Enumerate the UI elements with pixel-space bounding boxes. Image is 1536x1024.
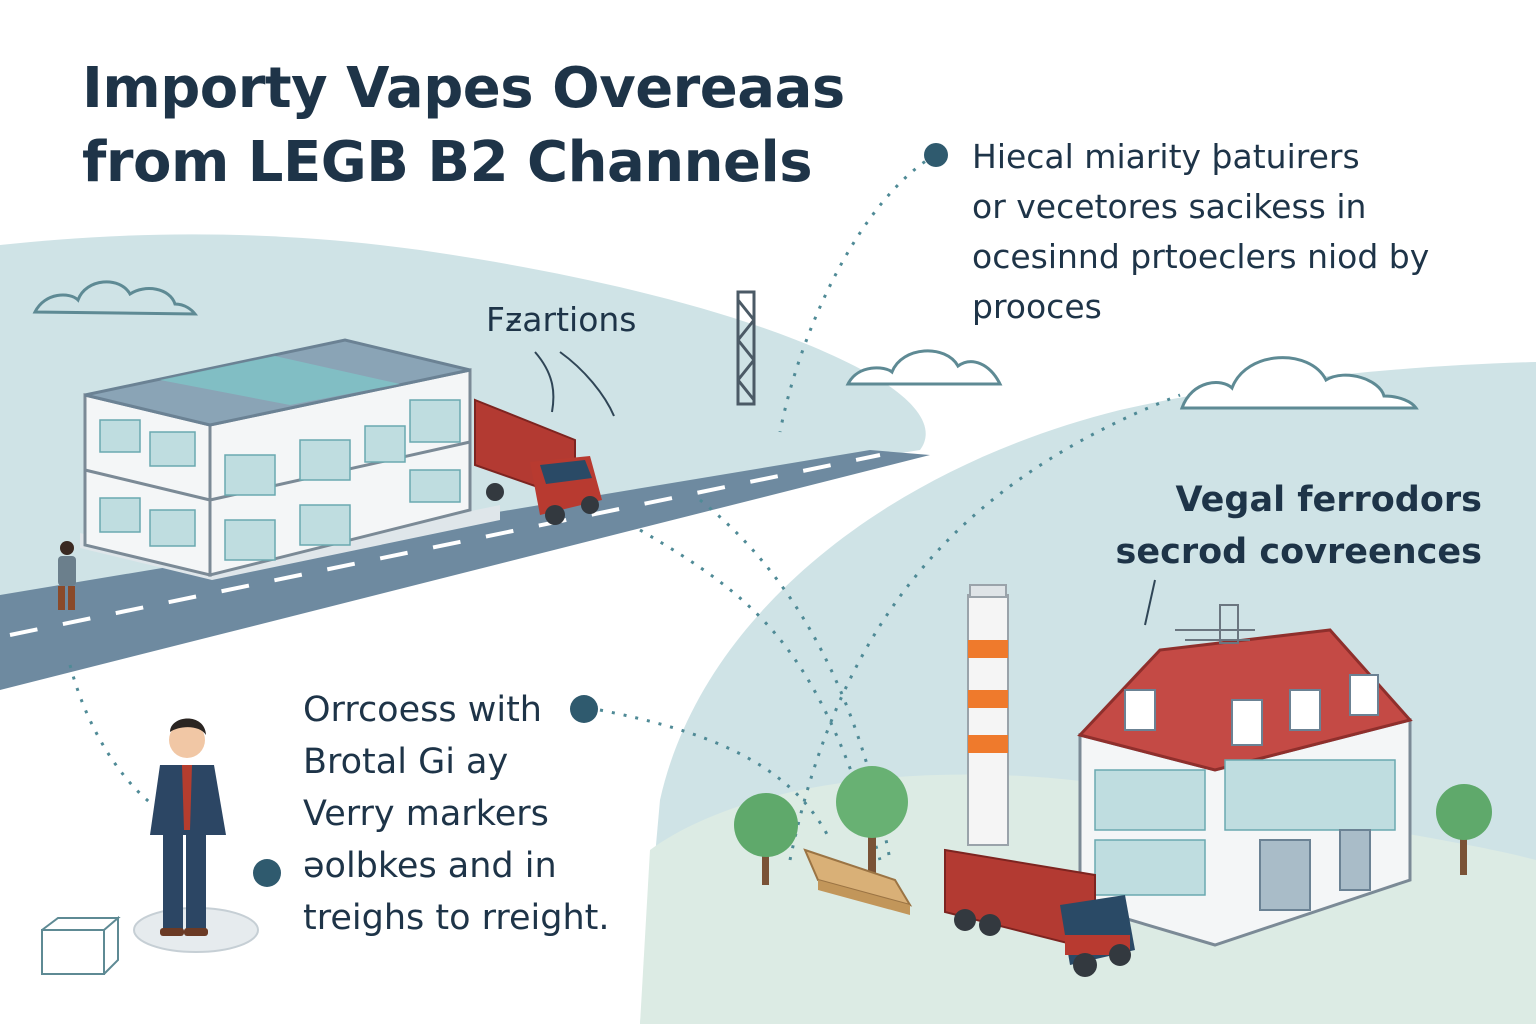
connector-dot-middle [570, 695, 598, 723]
callout-line: ocesinnd prtoeclers niod by [972, 237, 1430, 276]
callout-line: treighs to rreight. [303, 898, 610, 938]
connector-dot-bottom [253, 859, 281, 887]
worker-figure-icon [58, 541, 76, 610]
delivery-truck-icon [944, 848, 1135, 977]
road-dashes [9, 453, 881, 637]
tree-icon [836, 766, 908, 875]
dotted-connectors [68, 153, 1181, 861]
cloud-icon [32, 280, 199, 316]
title-line: Importy Vapes Overeaas [82, 56, 845, 121]
cloud-icon [1179, 356, 1419, 410]
title-line: from LEGB B2 Channels [82, 130, 813, 195]
page-title: Importy Vapes Overeaas from LEGB B2 Chan… [82, 52, 982, 200]
callout-line: ǝolbkes and in [303, 846, 557, 886]
callout-line: Verry markers [303, 794, 549, 834]
callout-line: or vecetores sacikess in [972, 187, 1367, 226]
lumber-stack-icon [803, 848, 913, 915]
callout-line: prooces [972, 287, 1102, 326]
callout-line: Brotal Gi ay [303, 742, 509, 782]
callout-line: secrod covreences [1115, 532, 1482, 572]
callout-right-text: Vegal ferrodors secrod covreences [1100, 474, 1482, 578]
factory-label-pointer [534, 351, 615, 417]
manor-building [1077, 604, 1413, 947]
package-sketch-icon [41, 915, 121, 975]
chimney-stack-icon [967, 584, 1009, 846]
delivery-truck-icon [474, 398, 602, 525]
callout-top-text: Hiecal miarity þatuirers or vecetores sa… [972, 132, 1512, 332]
tree-icon [734, 793, 798, 885]
callout-bottom-text: Orrcoess with Brotal Gi ay Verry markers… [303, 684, 643, 944]
road [0, 450, 930, 690]
cloud-icon [845, 349, 1003, 386]
businessman-figure-icon [133, 718, 259, 953]
callout-line: Orrcoess with [303, 690, 542, 730]
radio-tower-icon [736, 290, 756, 406]
factory-label: Fƶartions [486, 300, 637, 339]
callout-line: Vegal ferrodors [1175, 480, 1483, 520]
connector-dot-top [924, 143, 948, 167]
warehouse-building [80, 338, 500, 580]
callout-line: Hiecal miarity þatuirers [972, 137, 1360, 176]
tree-icon [1436, 784, 1492, 875]
manor-label-pointer [1144, 579, 1156, 626]
